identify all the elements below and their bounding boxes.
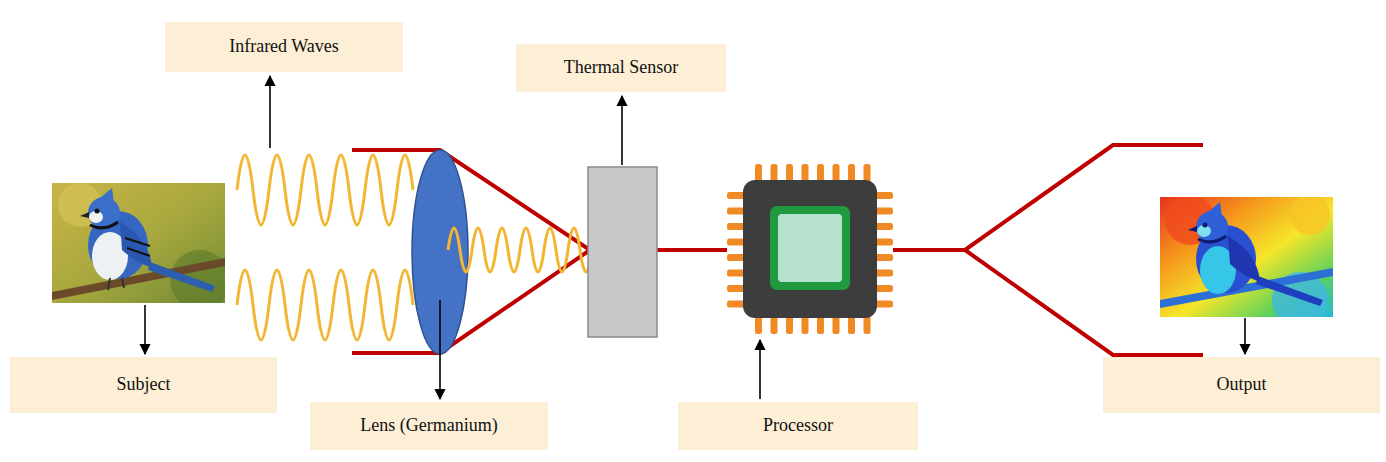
callout-label: Processor [678,402,918,450]
infrared-waves [237,155,413,340]
label-text: Lens (Germanium) [360,415,497,437]
callout-label: Infrared Waves [165,22,403,72]
label-text: Output [1216,374,1266,396]
label-text: Processor [763,415,833,437]
callout-label: Output [1103,357,1380,413]
processor-chip [727,164,893,334]
callout-label: Lens (Germanium) [310,402,548,450]
optical-path-lines [352,145,1203,355]
output-thermal-image [1160,197,1333,317]
leader-arrows [145,76,1245,399]
label-text: Infrared Waves [229,36,339,58]
focused-wave [448,228,592,272]
label-text: Thermal Sensor [564,57,678,79]
thermal-sensor-block [588,167,657,337]
subject-image [52,183,225,303]
callout-label: Thermal Sensor [516,44,726,92]
callout-label: Subject [10,357,277,413]
label-text: Subject [117,374,171,396]
